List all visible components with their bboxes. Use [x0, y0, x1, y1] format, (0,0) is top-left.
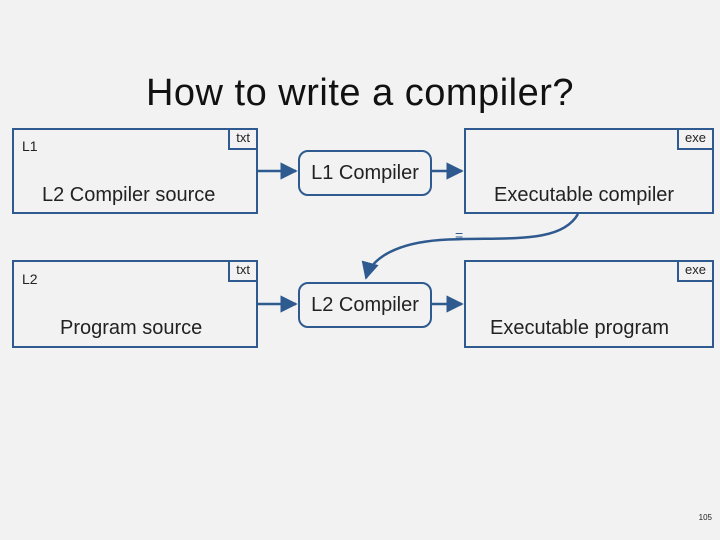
output-name-1: Executable compiler	[494, 184, 675, 206]
source-file-box-1: L1 txt L2 Compiler source	[12, 128, 258, 214]
source-file-box-2: L2 txt Program source	[12, 260, 258, 348]
compiler-box-1: L1 Compiler	[298, 150, 432, 196]
slide-title: How to write a compiler?	[145, 72, 575, 114]
file-ext-tag-2b: exe	[677, 260, 714, 282]
language-label-2: L2	[22, 271, 38, 287]
compiler-name-2: L2 Compiler	[311, 294, 419, 316]
page-number: 105	[698, 513, 712, 522]
file-ext-tag-2: txt	[228, 260, 258, 282]
arrow-compiler-reuse	[361, 213, 580, 280]
compiler-box-2: L2 Compiler	[298, 282, 432, 328]
file-ext-tag-1: txt	[228, 128, 258, 150]
source-name-1: L2 Compiler source	[42, 184, 216, 206]
output-name-2: Executable program	[490, 317, 669, 339]
compiler-name-1: L1 Compiler	[311, 162, 419, 184]
output-file-box-1: exe Executable compiler	[464, 128, 714, 214]
source-name-2: Program source	[60, 317, 203, 339]
output-file-box-2: exe Executable program	[464, 260, 714, 348]
file-ext-tag-1b: exe	[677, 128, 714, 150]
equals-sign: =	[455, 227, 464, 243]
language-label-1: L1	[22, 138, 38, 154]
